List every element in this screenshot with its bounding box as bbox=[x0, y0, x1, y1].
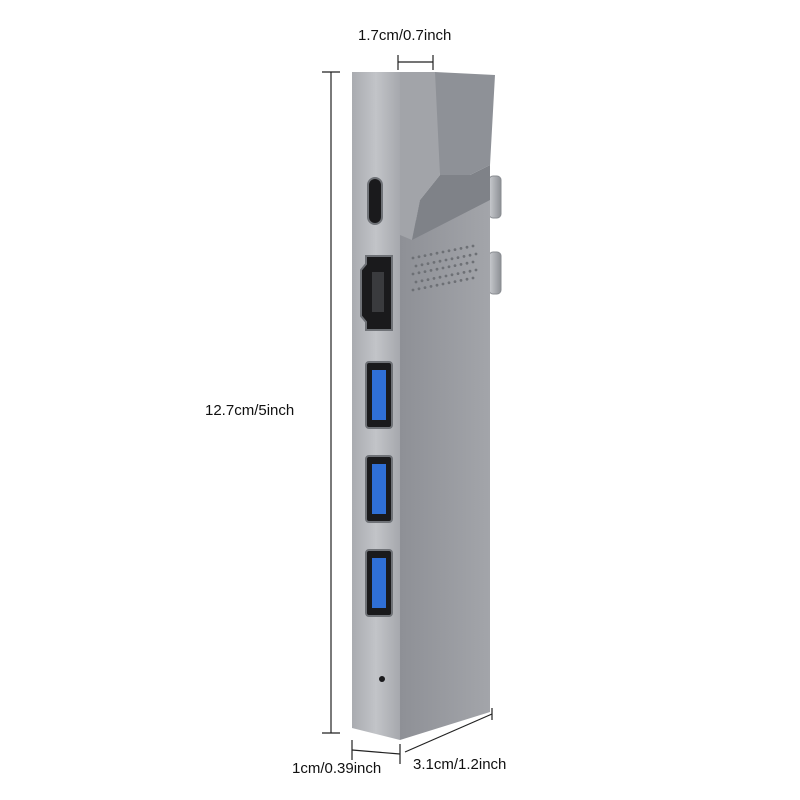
vent-hole bbox=[435, 251, 439, 255]
usb-c-port bbox=[367, 177, 383, 225]
vent-hole bbox=[426, 278, 430, 281]
vent-hole bbox=[441, 282, 445, 286]
vent-hole bbox=[453, 280, 457, 283]
vent-hole bbox=[456, 272, 460, 275]
vent-hole bbox=[414, 264, 418, 268]
vent-hole bbox=[444, 258, 448, 262]
vent-hole bbox=[462, 271, 466, 274]
vent-hole bbox=[435, 267, 439, 271]
vent-hole bbox=[471, 276, 475, 280]
vent-hole bbox=[420, 263, 424, 267]
vent-hole bbox=[417, 255, 421, 259]
vent-hole bbox=[420, 279, 424, 283]
hub-side-panel bbox=[400, 200, 490, 740]
vent-hole bbox=[465, 245, 469, 249]
height-label: 12.7cm/5inch bbox=[205, 402, 295, 419]
vent-hole bbox=[423, 254, 427, 257]
vent-hole bbox=[435, 283, 439, 287]
vent-hole bbox=[423, 270, 427, 273]
vent-hole bbox=[429, 253, 433, 256]
vent-hole bbox=[438, 259, 442, 263]
vent-hole bbox=[450, 273, 454, 277]
vent-hole bbox=[447, 249, 451, 253]
vent-hole bbox=[432, 277, 436, 280]
vent-hole bbox=[468, 253, 472, 257]
vent-hole bbox=[429, 285, 433, 288]
vent-hole bbox=[447, 265, 451, 269]
vent-hole bbox=[459, 263, 463, 266]
usb-a-port-3 bbox=[365, 549, 393, 617]
vent-hole bbox=[423, 286, 427, 289]
vent-hole bbox=[465, 277, 469, 281]
vent-hole bbox=[453, 264, 457, 267]
vent-hole bbox=[459, 247, 463, 250]
depth-label: 1cm/0.39inch bbox=[292, 760, 382, 777]
vent-hole bbox=[411, 288, 415, 292]
vent-hole bbox=[414, 280, 418, 284]
vent-hole bbox=[468, 269, 472, 273]
vent-hole bbox=[417, 271, 421, 275]
vent-hole bbox=[462, 255, 466, 258]
usb-a-port-1 bbox=[365, 361, 393, 429]
plug-pins bbox=[488, 175, 502, 295]
vent-hole bbox=[432, 261, 436, 264]
vent-hole bbox=[459, 279, 463, 282]
vent-hole bbox=[411, 256, 415, 260]
vent-hole bbox=[441, 266, 445, 270]
vent-hole bbox=[441, 250, 445, 254]
vent-hole bbox=[456, 256, 460, 259]
top-width-label: 1.7cm/0.7inch bbox=[358, 27, 452, 44]
usb-a-port-2 bbox=[365, 455, 393, 523]
width-label: 3.1cm/1.2inch bbox=[413, 756, 507, 773]
vent-hole bbox=[453, 248, 457, 252]
vent-hole bbox=[438, 275, 442, 279]
vent-hole bbox=[417, 287, 421, 291]
vent-hole bbox=[450, 257, 454, 261]
vent-hole bbox=[447, 281, 451, 285]
vent-hole bbox=[429, 269, 433, 272]
vent-hole bbox=[471, 260, 475, 264]
vent-hole bbox=[474, 252, 478, 256]
vent-hole bbox=[471, 244, 475, 248]
dimension-lines bbox=[322, 55, 493, 764]
vent-hole bbox=[411, 272, 415, 276]
vent-hole bbox=[465, 261, 469, 265]
vent-hole bbox=[474, 268, 478, 272]
vent-hole bbox=[444, 274, 448, 278]
vent-hole bbox=[426, 262, 430, 265]
led-indicator bbox=[379, 676, 385, 682]
vent-grille bbox=[411, 244, 478, 292]
